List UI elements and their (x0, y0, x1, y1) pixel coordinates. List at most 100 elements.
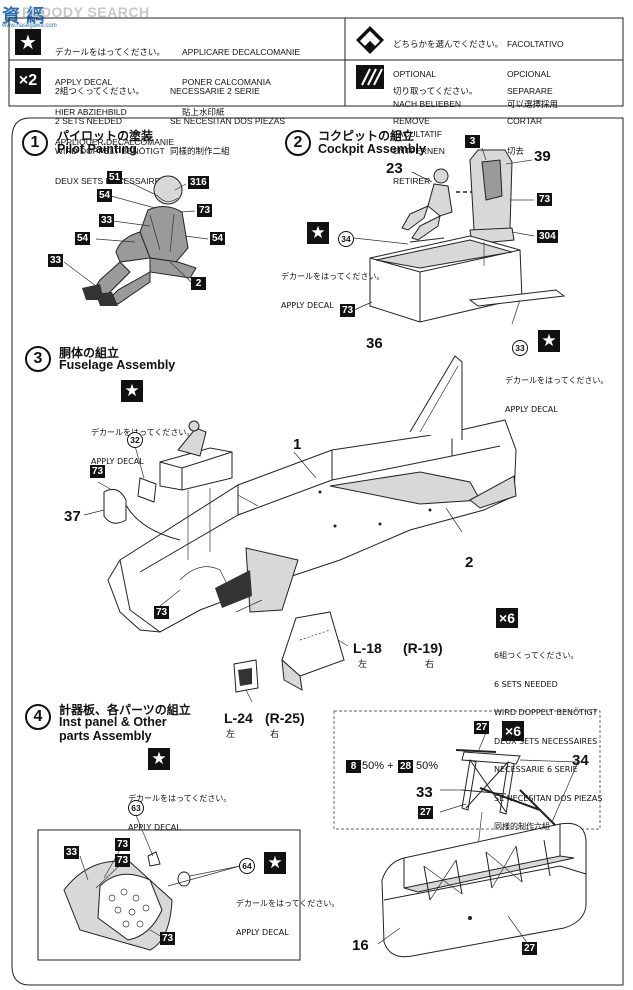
intake-left-18: L-18 (353, 640, 382, 656)
intake-left-label: 左 (358, 660, 368, 670)
part-54: 54 (210, 232, 226, 245)
part-73: 73 (160, 932, 176, 945)
star-icon: ★ (538, 330, 560, 352)
step4-title-jp: 計器板、各パーツの組立 (59, 703, 191, 717)
part-73: 73 (90, 465, 106, 478)
six-sets-icon: ×6 (496, 608, 518, 628)
part-73: 73 (115, 838, 131, 851)
part-33-decal: 33 (512, 340, 528, 356)
legend-line: APPLICARE DECALCOMANIE (182, 47, 301, 57)
decal-note-en: APPLY DECAL (505, 404, 558, 414)
legend-line: 貼上水印紙 (182, 107, 225, 117)
decal-note-en: APPLY DECAL (281, 300, 334, 310)
legend-line: 切去 (507, 146, 525, 156)
ejection-seat (469, 149, 515, 245)
intake-right-label-2: 右 (270, 730, 280, 740)
decal-note-jp: デカールをはってください。 (91, 428, 195, 437)
star-icon: ★ (264, 852, 286, 874)
part-73: 73 (154, 606, 170, 619)
bay-leaders (377, 915, 529, 945)
part-27: 27 (522, 942, 538, 955)
part-316: 316 (188, 176, 209, 189)
part-1: 1 (293, 436, 302, 453)
canopy-parts (103, 477, 181, 541)
decal-note: デカールをはってください。 APPLY DECAL (91, 409, 194, 476)
paint-8: 8 (346, 760, 361, 773)
star-icon: ★ (121, 380, 143, 402)
decal-note-jp: デカールをはってください。 (128, 794, 232, 803)
part-304: 304 (537, 230, 558, 243)
step3-title-en: Fuselage Assembly (59, 358, 176, 372)
decal-note: デカールをはってください。 APPLY DECAL (236, 880, 339, 947)
step3-title-jp: 胴体の組立 (59, 346, 120, 360)
legend-line: APPLY DECAL (55, 77, 113, 87)
step1-title-jp: パイロットの塗装 (57, 129, 154, 143)
legend-line: どちらかを選んでください。 (393, 39, 504, 49)
decal-note: デカールをはってください。 APPLY DECAL (128, 775, 231, 842)
frame-part (455, 749, 557, 827)
legend-line: RETIRER (393, 176, 431, 186)
step3-leaders (83, 445, 463, 703)
decal-note-en: APPLY DECAL (128, 822, 181, 832)
legend-line: SEPARARE (507, 86, 553, 96)
part-63-decal: 63 (128, 800, 144, 816)
legend-remove: 切り取ってください。 REMOVE ENTFERNEN RETIRER (393, 66, 477, 196)
paint-28-ratio: 50% (416, 760, 439, 772)
intake-left-24: L-24 (224, 710, 253, 726)
part-73: 73 (340, 304, 356, 317)
step4-title-en-1: Inst panel & Other (59, 715, 167, 729)
intake-right-19: (R-19) (403, 640, 443, 656)
part-32-decal: 32 (127, 432, 143, 448)
intake-right-25: (R-25) (265, 710, 305, 726)
part-23: 23 (386, 160, 403, 177)
cockpit-pilot (401, 168, 453, 241)
legend-line: OPTIONAL (393, 69, 436, 79)
pilot-figure (82, 175, 197, 306)
legend-line: REMOVE (393, 116, 430, 126)
star-icon: ★ (307, 222, 329, 244)
six-sets-line: 同樣的制作六組 (494, 822, 550, 831)
legend-line: PONER CALCOMANIA (182, 77, 271, 87)
part-39: 39 (534, 148, 551, 165)
decal-note-en: APPLY DECAL (236, 927, 289, 937)
step2-leaders (353, 147, 535, 325)
watermark-logo: 資 網 www.hasegawa.com (2, 2, 62, 32)
legend-line: CORTAR (507, 116, 543, 126)
part-33: 33 (416, 784, 433, 801)
fuselage-cockpit-tub (159, 420, 233, 491)
part-33: 33 (64, 846, 80, 859)
legend-line: APPLIQUER DECALCOMANIE (55, 137, 175, 147)
decal-note: デカールをはってください。 APPLY DECAL (505, 357, 608, 424)
sub-assembly-frame (333, 710, 601, 830)
legend-optional-2: FACOLTATIVO OPCIONAL 可以選擇採用 (507, 19, 564, 119)
watermark-site: www.hasegawa.com (2, 23, 57, 29)
step1-leaders (63, 177, 209, 287)
legend-line: FACULTATIF (393, 129, 443, 139)
part-73: 73 (537, 193, 553, 206)
six-sets-icon: ×6 (502, 721, 524, 741)
part-27: 27 (418, 806, 434, 819)
main-frame (11, 117, 624, 986)
six-sets-line: NECESSARIE 6 SERIE (494, 765, 578, 774)
step4-title-en-2: parts Assembly (59, 729, 152, 743)
fuselage-half (107, 355, 517, 633)
part-34: 34 (572, 752, 589, 769)
legend-line: HIER ABZIEHBILD (55, 107, 127, 117)
step4-number: 4 (25, 704, 51, 730)
legend-optional: どちらかを選んでください。 OPTIONAL NACH BELIEBEN FAC… (393, 19, 503, 149)
decal-note-jp: デカールをはってください。 (505, 376, 609, 385)
intake-left-label-2: 左 (226, 730, 236, 740)
part-54: 54 (97, 189, 113, 202)
part-2: 2 (465, 554, 474, 571)
legend-line: ENTFERNEN (393, 146, 445, 156)
six-sets-note: 6組つくってください。 6 SETS NEEDED WIRD DOPPELT B… (494, 632, 602, 841)
step4-leaders (79, 812, 241, 939)
watermark-text: FLOODY SEARCH (22, 4, 150, 20)
part-2: 2 (191, 277, 206, 290)
legend-remove-2: SEPARARE CORTAR 切去 (507, 66, 553, 166)
cockpit-tub (369, 235, 566, 323)
legend-line: OPCIONAL (507, 69, 551, 79)
legend-line: FACOLTATIVO (507, 39, 564, 49)
legend-frame (8, 17, 624, 107)
